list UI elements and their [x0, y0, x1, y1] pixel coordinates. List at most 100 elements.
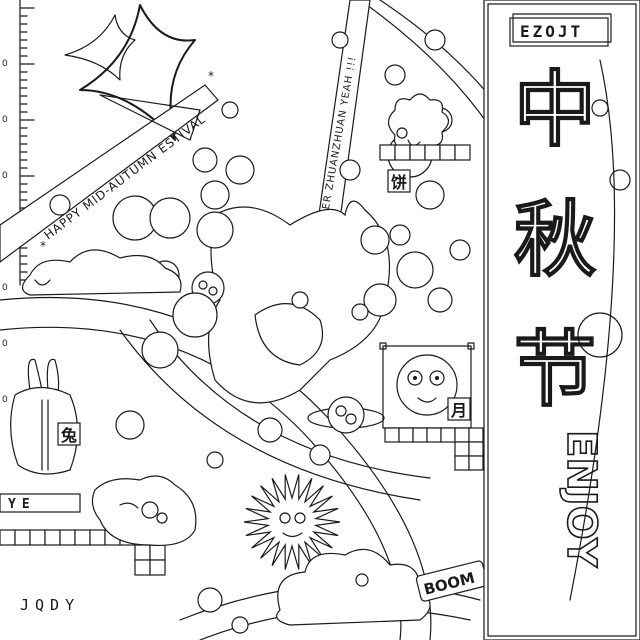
- small-rabbit-creature: [91, 475, 197, 547]
- bubble: [200, 180, 230, 210]
- bubble: [384, 64, 406, 86]
- grid-cell: [454, 144, 471, 161]
- bubble: [197, 587, 223, 613]
- bubble: [424, 29, 446, 51]
- grid-cell: [44, 529, 61, 546]
- grid-cell: [454, 455, 470, 471]
- grid-cell: [454, 427, 470, 443]
- moon-label-box: [447, 397, 471, 421]
- bubble: [363, 283, 397, 317]
- grid-cell: [424, 144, 441, 161]
- rabbit-left: [10, 358, 79, 475]
- title-glyph-jie: 节: [514, 323, 596, 418]
- sparkle-star-icon: [64, 14, 136, 81]
- bubble: [351, 303, 369, 321]
- bubble: [339, 159, 361, 181]
- bubble: [231, 616, 249, 634]
- badge-text: EZOJT: [520, 22, 583, 41]
- rabbit-label: 兔: [60, 426, 77, 445]
- bubble: [206, 451, 224, 469]
- cloud: [21, 249, 182, 296]
- mooncake-character: [387, 93, 450, 153]
- asterisk-icon: *: [40, 239, 46, 253]
- grid-cell: [134, 544, 151, 561]
- grid-cell: [29, 529, 46, 546]
- ruler-label: 0: [2, 395, 8, 405]
- bubble: [360, 225, 390, 255]
- grid-cell: [439, 144, 456, 161]
- grid-cell: [149, 544, 166, 561]
- pixel-grid: [384, 427, 484, 471]
- boom-badge: BOOM: [415, 560, 488, 602]
- bubble: [331, 31, 349, 49]
- signature: JQDY: [20, 596, 80, 614]
- bubble: [577, 312, 623, 358]
- bubble: [609, 169, 631, 191]
- bubble: [309, 444, 331, 466]
- mooncake-label: 饼: [391, 173, 407, 192]
- title-word-enjoy: ENJOY: [558, 430, 604, 568]
- rabbit-label-box: [57, 422, 81, 446]
- explosion-burst: [243, 474, 341, 570]
- bubble: [172, 292, 218, 338]
- pixel-grid: [379, 144, 471, 161]
- grid-cell: [412, 427, 428, 443]
- grid-cell: [409, 144, 426, 161]
- ruler-label: 0: [2, 115, 8, 125]
- grid-cell: [384, 427, 400, 443]
- grid-cell: [394, 144, 411, 161]
- sparkle-star-icon: [79, 4, 196, 141]
- grid-cell: [74, 529, 91, 546]
- grid-cell: [454, 441, 470, 457]
- grid-cell: [149, 559, 166, 576]
- grid-cell: [89, 529, 106, 546]
- ruler-label: 0: [2, 339, 8, 349]
- grid-cell: [398, 427, 414, 443]
- bubble: [49, 194, 71, 216]
- ribbon-band: [0, 0, 371, 279]
- planet-mooncake: [307, 396, 385, 434]
- thread-line: [569, 59, 616, 601]
- bubble: [149, 197, 191, 239]
- bubble: [115, 410, 145, 440]
- bubble: [141, 331, 179, 369]
- ruler-label: 0: [2, 171, 8, 181]
- bubble: [192, 147, 218, 173]
- bubble: [427, 287, 453, 313]
- grid-cell: [134, 559, 151, 576]
- bubble: [196, 211, 234, 249]
- ruler-label: 0: [2, 59, 8, 69]
- bubble: [396, 251, 434, 289]
- grid-cell: [379, 144, 396, 161]
- grid-cell: [468, 427, 484, 443]
- bubble: [257, 417, 283, 443]
- grid-cell: [468, 441, 484, 457]
- mooncake-label-box: [387, 169, 411, 193]
- asterisk-icon: *: [208, 69, 214, 83]
- bubble: [389, 224, 411, 246]
- bubble: [449, 239, 471, 261]
- grid-cell: [0, 529, 16, 546]
- grid-cell: [14, 529, 31, 546]
- grid-cell: [440, 427, 456, 443]
- cloud: [276, 548, 431, 626]
- grid-cell: [59, 529, 76, 546]
- vertical-title-strip: [483, 0, 640, 640]
- title-glyph-qiu: 秋: [514, 193, 596, 288]
- grid-cell: [426, 427, 442, 443]
- bubble: [415, 180, 445, 210]
- moon-label: 月: [450, 401, 467, 420]
- moon-face: [379, 342, 475, 429]
- ye-text: YE: [8, 497, 36, 512]
- bubble: [291, 291, 309, 309]
- ye-tag: [0, 493, 81, 513]
- ruler-label: 0: [2, 283, 8, 293]
- grid-cell: [468, 455, 484, 471]
- title-glyph-zhong: 中: [514, 63, 596, 158]
- bubble: [221, 101, 239, 119]
- bubble: [225, 155, 255, 185]
- badge-box: [509, 17, 609, 47]
- ruler: 0000000: [2, 0, 35, 405]
